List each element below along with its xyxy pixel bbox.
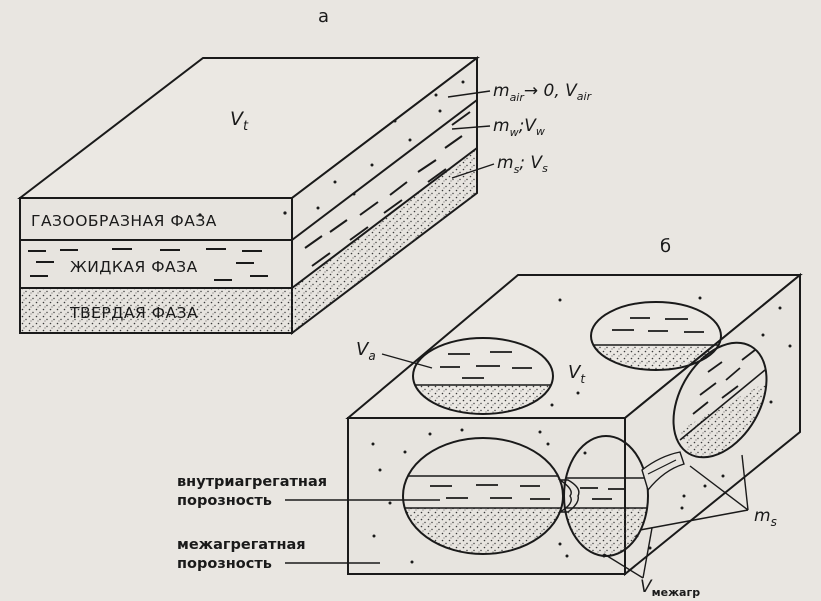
neck-right-line [647, 459, 677, 475]
intra-porosity-line1: внутриагрегатная [177, 474, 327, 490]
va-leader [381, 353, 433, 369]
gas-phase-label: ГАЗООБРАЗНАЯ ФАЗА [31, 212, 217, 230]
matrix-dots [371, 296, 792, 564]
inter-porosity-line2: порозность [177, 556, 272, 572]
solid-layer-side [292, 148, 477, 333]
vt-b-label: Vt [568, 362, 586, 386]
water-annotation: mw;Vw [493, 116, 545, 139]
va-label: Va [356, 339, 376, 363]
inter-porosity-line1: межагрегатная [177, 537, 306, 553]
ms-label: ms [754, 506, 777, 529]
gas-liquid-boundary-side [291, 99, 478, 241]
gas-dots [198, 80, 465, 217]
solid-phase-label: ТВЕРДАЯ ФАЗА [69, 304, 198, 322]
liquid-phase-label: ЖИДКАЯ ФАЗА [70, 258, 198, 276]
vmezh-label: Vмежагр [640, 577, 700, 599]
solid-annotation: ms; Vs [497, 153, 548, 176]
intra-porosity-line2: порозность [177, 493, 272, 509]
aggregate-side [672, 341, 786, 474]
vmezh-leaders [603, 527, 653, 579]
liquid-dashes-front [28, 248, 268, 281]
annotation-leaders-a [447, 90, 495, 179]
ms-leaders [639, 454, 749, 531]
figure-b: б [177, 236, 803, 599]
air-annotation: mair→ 0, Vair [493, 81, 593, 104]
liquid-solid-boundary-side [291, 147, 478, 289]
liquid-dashes-side [304, 111, 471, 267]
figure-a-label: а [318, 6, 329, 27]
figure-a: а [17, 6, 593, 336]
vt-top-label: Vt [230, 108, 249, 134]
figure-b-label: б [660, 236, 671, 257]
solid-layer-front [21, 288, 291, 332]
